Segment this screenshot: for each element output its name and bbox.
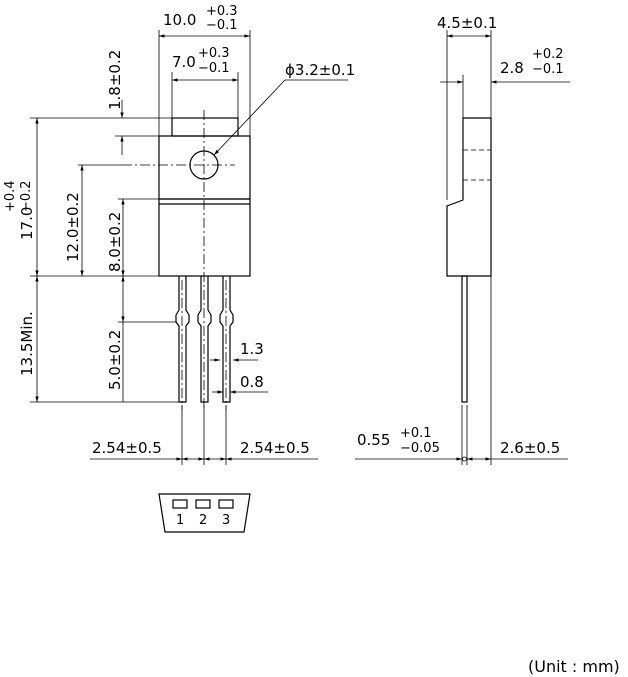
- lead-1: [175, 276, 190, 403]
- dim-hole-pitch-tol-minus: −0.1: [198, 61, 230, 76]
- front-tab: [171, 117, 239, 137]
- dim-hole-to-bottom: 12.0±0.2: [64, 192, 82, 262]
- dim-tab-thickness: 2.8: [500, 59, 524, 77]
- front-upper-body: [158, 135, 251, 200]
- dim-lead-offset: 2.6±0.5: [500, 439, 560, 457]
- dim-tab-top: 1.8±0.2: [106, 50, 124, 110]
- dim-body-height-tol-plus: +0.4: [3, 180, 18, 212]
- front-leads: [175, 276, 234, 410]
- dim-lead-thickness: 0.55: [357, 431, 390, 449]
- dim-hole-pitch: 7.0: [172, 53, 196, 71]
- side-lead: [461, 275, 468, 403]
- dim-body-height-tol-minus: −0.2: [19, 180, 34, 212]
- front-view: 10.0 +0.3 −0.1 7.0 +0.3 −0.1 ϕ3.2±0.1 1.…: [3, 4, 355, 465]
- dim-width-tol-plus: +0.3: [206, 4, 238, 19]
- lead-2: [197, 276, 212, 403]
- pin-label-2: 2: [199, 513, 207, 528]
- pin-view: 1 2 3: [158, 493, 251, 533]
- dim-pitch-left: 2.54±0.5: [92, 439, 162, 457]
- dim-lead-shoulder: 5.0±0.2: [106, 330, 124, 390]
- unit-note: (Unit : mm): [528, 657, 620, 676]
- dim-body-height: 17.0: [18, 207, 36, 240]
- side-view: 4.5±0.1 2.8 +0.2 −0.1 0.55 +0.1 −0.05 2.…: [355, 14, 570, 465]
- pin-label-3: 3: [222, 513, 230, 528]
- dim-lead-length: 13.5Min.: [18, 311, 36, 376]
- dim-width-tol-minus: −0.1: [206, 18, 238, 33]
- dim-hole-diameter: ϕ3.2±0.1: [285, 61, 355, 79]
- dim-lead-width-wide: 1.3: [240, 340, 264, 358]
- dim-hole-pitch-tol-plus: +0.3: [198, 46, 230, 61]
- dim-mold-height: 8.0±0.2: [106, 212, 124, 272]
- dim-width-total: 10.0: [163, 11, 196, 29]
- dim-tab-thickness-tol-minus: −0.1: [532, 62, 564, 77]
- dim-lead-thickness-tol-plus: +0.1: [400, 426, 432, 441]
- front-mold-body: [158, 198, 251, 277]
- dim-lead-thickness-tol-minus: −0.05: [400, 441, 440, 456]
- side-body: [446, 117, 492, 277]
- pin-label-1: 1: [176, 513, 184, 528]
- dim-lead-width-narrow: 0.8: [240, 373, 264, 391]
- lead-3: [219, 276, 234, 403]
- dim-thickness: 4.5±0.1: [437, 14, 497, 32]
- dim-pitch-right: 2.54±0.5: [240, 439, 310, 457]
- dim-tab-thickness-tol-plus: +0.2: [532, 47, 564, 62]
